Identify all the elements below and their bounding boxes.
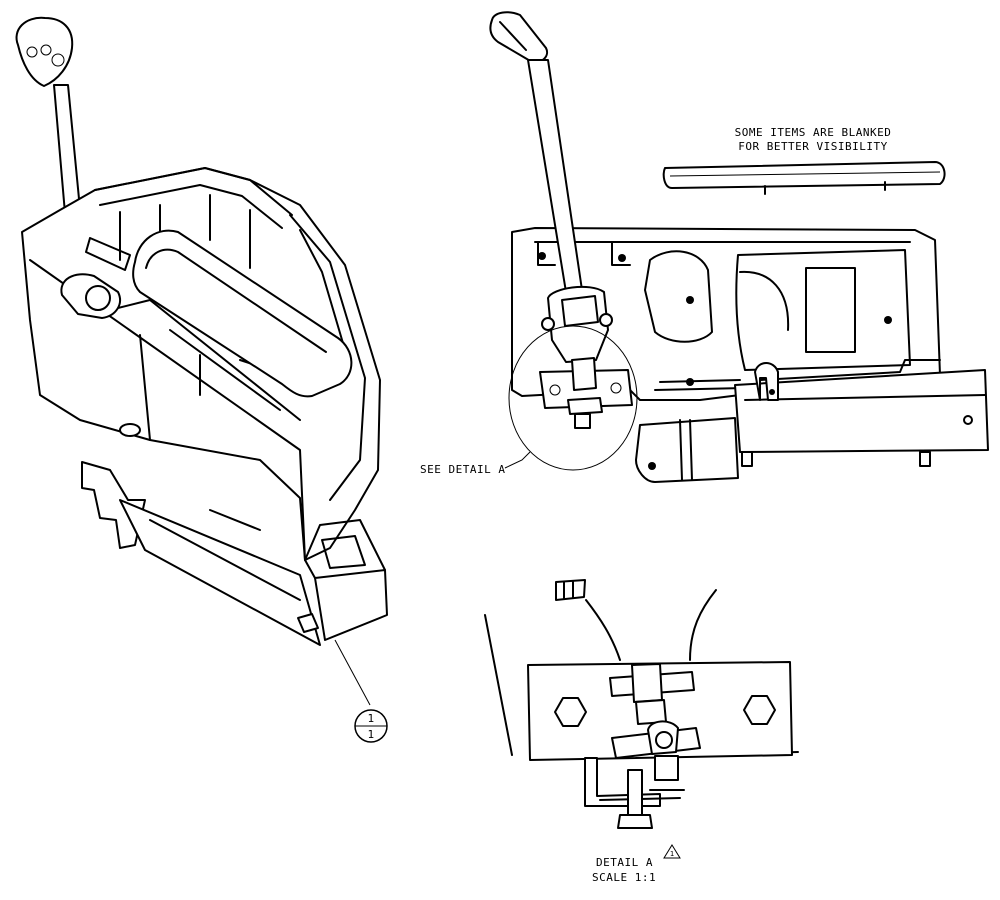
- l-bracket-fold: [679, 419, 693, 481]
- linkage-pin: [541, 317, 555, 331]
- l-foot: [584, 757, 661, 807]
- cross-beam: [119, 499, 321, 646]
- see-detail-label: SEE DETAIL A: [420, 463, 505, 476]
- bolt-head: [617, 814, 653, 829]
- detail-circle: [508, 325, 638, 471]
- armrest-edge: [145, 248, 327, 353]
- nut: [741, 451, 753, 467]
- l-bracket: [635, 417, 739, 483]
- hook-bracket: [754, 362, 779, 401]
- nut-stack: [654, 755, 679, 781]
- switch-body: [571, 357, 597, 391]
- console-side-panel: [299, 229, 346, 351]
- fastener: [769, 389, 775, 395]
- fastener: [648, 462, 656, 470]
- switch-plunger: [567, 397, 603, 415]
- panel-hole: [686, 296, 694, 304]
- switch-housing: [631, 663, 663, 703]
- linkage-arm: [689, 589, 717, 661]
- panel-hole: [538, 252, 546, 260]
- item-callout: 1 1: [354, 709, 388, 743]
- lower-rail: [654, 379, 746, 391]
- detail-frame-line: [484, 614, 513, 756]
- panel-window: [735, 249, 911, 371]
- mounting-bolt: [297, 613, 319, 633]
- beam-hole: [963, 415, 973, 425]
- knob-hole: [51, 53, 65, 67]
- panel-hole: [618, 254, 626, 262]
- square-tube: [314, 569, 388, 641]
- console-front-wall: [29, 259, 306, 561]
- panel-cutout: [644, 250, 713, 343]
- side-view-assembly: [489, 11, 989, 483]
- blanked-armrest: [662, 161, 946, 189]
- isometric-console-assembly: [15, 16, 388, 706]
- bezel: [85, 237, 131, 271]
- callout-leader: [334, 639, 371, 706]
- sleeve-lines: [563, 581, 574, 599]
- revision-triangle: [663, 844, 681, 859]
- console-front-wall: [139, 334, 151, 441]
- knob-hole: [40, 44, 52, 56]
- armrest-stud: [764, 181, 886, 195]
- square-tube-opening: [321, 535, 366, 569]
- bolt-shank: [627, 769, 643, 816]
- sleeve: [555, 579, 586, 601]
- lever-pivot: [85, 285, 111, 311]
- lever-knob: [489, 11, 548, 64]
- linkage-pin: [599, 313, 613, 327]
- callout-item-number: 1: [367, 712, 374, 725]
- console-rim: [99, 184, 283, 229]
- frame-strut: [109, 299, 301, 421]
- mount-hole: [610, 382, 622, 394]
- curved-slot: [739, 270, 790, 331]
- lever-knob: [15, 16, 74, 87]
- bolt: [574, 413, 591, 429]
- detail-a-view: [484, 579, 799, 829]
- console-side-panel: [289, 214, 366, 501]
- note-blanked-line2: FOR BETTER VISIBILITY: [738, 140, 888, 153]
- console-rim: [94, 167, 293, 216]
- hex-hole: [554, 697, 587, 727]
- armrest-edge: [669, 171, 941, 177]
- linkage-arm: [585, 599, 621, 661]
- support-bracket: [81, 461, 146, 549]
- armrest-pad: [132, 229, 353, 398]
- linkage-plate: [561, 295, 599, 327]
- switch-stem: [635, 699, 667, 725]
- callout-quantity: 1: [367, 728, 374, 741]
- fastener: [686, 378, 694, 386]
- tube-beam: [734, 369, 989, 453]
- cross-beam: [149, 509, 301, 601]
- note-blanked-line1: SOME ITEMS ARE BLANKED: [735, 126, 892, 139]
- lever-knob-detail: [499, 21, 527, 51]
- window-inner: [805, 267, 856, 353]
- revision-number: 1: [670, 850, 674, 858]
- nut: [919, 451, 931, 467]
- hex-hole: [743, 695, 776, 725]
- square-tube: [304, 519, 386, 579]
- roller: [655, 731, 673, 749]
- detail-scale: SCALE 1:1: [592, 871, 656, 884]
- detail-leader: [504, 451, 531, 469]
- foot-pad: [119, 423, 141, 437]
- mount-hole: [549, 384, 561, 396]
- panel-tab: [537, 241, 631, 266]
- detail-title: DETAIL A: [596, 856, 653, 869]
- knob-hole: [26, 46, 38, 58]
- panel-hole: [884, 316, 892, 324]
- revision-marker: 1: [663, 844, 681, 859]
- tube-beam-edge: [744, 359, 986, 401]
